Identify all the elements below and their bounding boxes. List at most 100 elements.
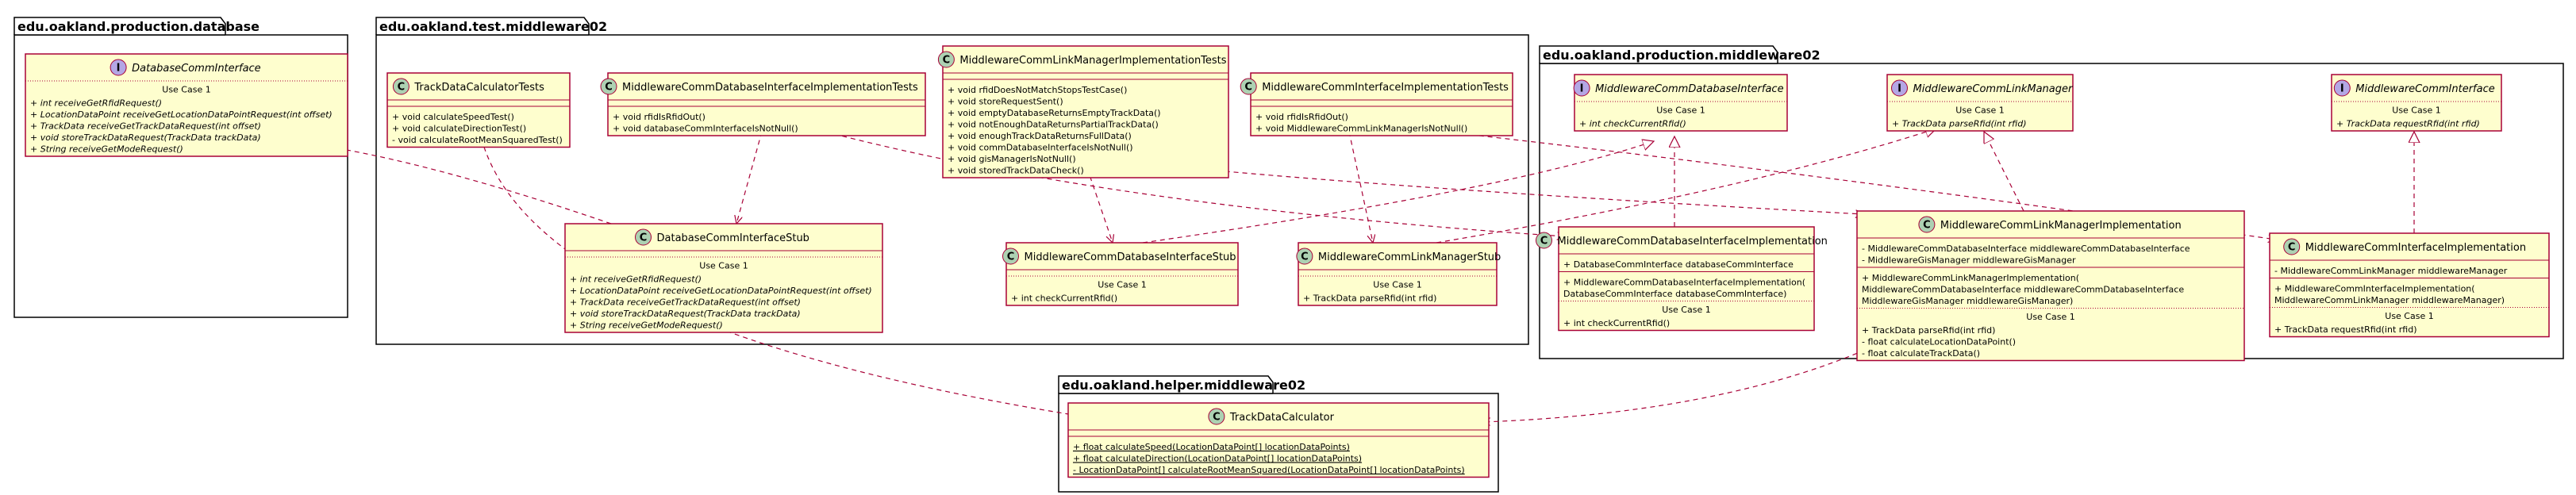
class-member: + void databaseCommInterfaceIsNotNull() bbox=[613, 124, 798, 134]
class-member: + float calculateDirection(LocationDataP… bbox=[1073, 454, 1362, 464]
package-title: edu.oakland.production.database bbox=[17, 19, 260, 34]
class-member: - MiddlewareCommDatabaseInterface middle… bbox=[1862, 244, 2190, 254]
class-badge-icon: C bbox=[635, 228, 652, 246]
class-middleware-comm-link-manager-implementation: C MiddlewareCommLinkManagerImplementation… bbox=[1856, 210, 2245, 362]
class-name: MiddlewareCommLinkManagerImplementationT… bbox=[959, 55, 1226, 67]
class-member: + MiddlewareCommInterfaceImplementation( bbox=[2274, 284, 2475, 294]
package-title: edu.oakland.test.middleware02 bbox=[379, 19, 607, 34]
class-box bbox=[1574, 74, 1788, 132]
svg-text:I: I bbox=[2340, 83, 2344, 95]
class-box bbox=[1298, 242, 1498, 306]
svg-text:C: C bbox=[1540, 236, 1548, 248]
class-member: + void rfidDoesNotMatchStopsTestCase() bbox=[948, 85, 1127, 95]
class-member: + void rfidIsRfidOut() bbox=[613, 112, 706, 122]
class-box bbox=[1856, 210, 2245, 362]
section-label: Use Case 1 bbox=[2026, 312, 2074, 322]
class-member: MiddlewareCommDatabaseInterface middlewa… bbox=[1862, 285, 2184, 295]
class-member: + TrackData parseRfid(int rfid) bbox=[1892, 119, 2027, 129]
class-name: MiddlewareCommInterfaceImplementation bbox=[2305, 242, 2526, 254]
class-member: + String receiveGetModeRequest() bbox=[570, 320, 723, 331]
class-member: + int checkCurrentRfid() bbox=[1563, 318, 1670, 328]
class-member: + TrackData parseRfid(int rfid) bbox=[1303, 294, 1436, 304]
class-member: + void gisManagerIsNotNull() bbox=[948, 154, 1076, 164]
class-name: MiddlewareCommLinkManager bbox=[1913, 83, 2074, 95]
section-label: Use Case 1 bbox=[2392, 106, 2440, 116]
svg-text:C: C bbox=[1923, 220, 1931, 232]
class-middleware-comm-interface-implementation: C MiddlewareCommInterfaceImplementation - … bbox=[2269, 232, 2550, 338]
class-member: MiddlewareGisManager middlewareGisManage… bbox=[1862, 296, 2073, 306]
svg-text:C: C bbox=[943, 55, 951, 67]
class-box bbox=[2331, 74, 2502, 132]
class-member: + DatabaseCommInterface databaseCommInte… bbox=[1563, 259, 1794, 270]
svg-text:I: I bbox=[117, 63, 121, 75]
section-label: Use Case 1 bbox=[1373, 280, 1421, 290]
class-member: - float calculateLocationDataPoint() bbox=[1862, 337, 2016, 347]
class-badge-icon: C bbox=[600, 78, 617, 95]
svg-text:C: C bbox=[1007, 251, 1015, 263]
class-member: + TrackData requestRfid(int rfid) bbox=[2274, 324, 2416, 335]
dependency-arrow-middleware-comm-interface-implementation-tests-to-middleware-comm-interface-implementation bbox=[1444, 131, 2276, 240]
class-box bbox=[607, 72, 926, 136]
class-member: + MiddlewareCommLinkManagerImplementatio… bbox=[1862, 273, 2079, 283]
class-name: MiddlewareCommLinkManagerStub bbox=[1318, 251, 1501, 263]
class-member: + void enoughTrackDataReturnsFullData() bbox=[948, 131, 1132, 141]
class-name: MiddlewareCommLinkManagerImplementation bbox=[1940, 220, 2182, 232]
class-member: + TrackData receiveGetTrackDataRequest(i… bbox=[570, 297, 801, 308]
class-box bbox=[1067, 402, 1490, 478]
class-member: + int receiveGetRfidRequest() bbox=[30, 98, 162, 109]
class-name: MiddlewareCommInterface bbox=[2355, 83, 2494, 95]
realization-arrow-database-comm-interface-stub-to-database-comm-interface bbox=[333, 148, 612, 224]
class-badge-icon: C bbox=[392, 78, 409, 95]
class-box bbox=[942, 45, 1229, 178]
svg-text:C: C bbox=[2288, 242, 2296, 254]
class-member: MiddlewareCommLinkManager middlewareMana… bbox=[2274, 295, 2505, 305]
class-member: + void calculateDirectionTest() bbox=[392, 124, 526, 134]
dependency-arrow-middleware-comm-link-manager-implementation-to-track-data-calculator bbox=[1482, 331, 1905, 422]
class-name: DatabaseCommInterface bbox=[132, 63, 261, 75]
class-badge-icon: C bbox=[1208, 408, 1225, 425]
class-member: + TrackData receiveGetTrackDataRequest(i… bbox=[30, 121, 261, 132]
class-name: DatabaseCommInterfaceStub bbox=[657, 232, 809, 244]
class-member: - MiddlewareGisManager middlewareGisMana… bbox=[1862, 255, 2076, 266]
svg-text:C: C bbox=[398, 82, 406, 94]
class-member: + String receiveGetModeRequest() bbox=[30, 144, 183, 155]
class-name: TrackDataCalculator bbox=[1229, 412, 1335, 424]
package-title: edu.oakland.helper.middleware02 bbox=[1062, 378, 1305, 393]
class-member: + float calculateSpeed(LocationDataPoint… bbox=[1073, 442, 1350, 452]
class-badge-icon: C bbox=[1240, 78, 1257, 95]
class-member: + LocationDataPoint receiveGetLocationDa… bbox=[570, 286, 872, 296]
dependency-arrow-track-data-calculator-tests-to-track-data-calculator bbox=[479, 129, 1119, 422]
class-middleware-comm-interface-implementation-tests: C MiddlewareCommInterfaceImplementationTe… bbox=[1240, 72, 1513, 136]
svg-text:C: C bbox=[1213, 412, 1221, 424]
class-badge-icon: C bbox=[937, 51, 955, 68]
section-label: Use Case 1 bbox=[162, 85, 210, 95]
class-member: - float calculateTrackData() bbox=[1862, 348, 1980, 359]
dependency-arrow-middleware-comm-link-manager-implementation-tests-to-middleware-comm-link-manager-implementation bbox=[1190, 167, 1863, 214]
class-box bbox=[386, 72, 571, 148]
section-label: Use Case 1 bbox=[1098, 280, 1146, 290]
class-member: + TrackData parseRfid(int rfid) bbox=[1862, 325, 1995, 336]
class-member: - MiddlewareCommLinkManager middlewareMa… bbox=[2274, 266, 2508, 276]
class-track-data-calculator: C TrackDataCalculator + float calculateSpe… bbox=[1067, 402, 1490, 478]
class-box bbox=[25, 53, 348, 157]
class-badge-icon: C bbox=[2283, 238, 2301, 255]
class-member: + void rfidIsRfidOut() bbox=[1255, 112, 1348, 122]
package-title: edu.oakland.production.middleware02 bbox=[1543, 48, 1821, 63]
svg-text:C: C bbox=[1244, 82, 1252, 94]
section-label: Use Case 1 bbox=[1662, 305, 1710, 315]
interface-badge-icon: I bbox=[1573, 79, 1590, 97]
class-name: MiddlewareCommInterfaceImplementationTes… bbox=[1262, 82, 1509, 94]
realization-arrow-middleware-comm-link-manager-stub-to-middleware-comm-link-manager bbox=[1436, 129, 1936, 244]
section-label: Use Case 1 bbox=[1656, 106, 1705, 116]
class-member: + int checkCurrentRfid() bbox=[1011, 294, 1117, 304]
section-label: Use Case 1 bbox=[2385, 311, 2433, 321]
class-member: + int checkCurrentRfid() bbox=[1579, 119, 1686, 129]
class-name: MiddlewareCommDatabaseInterfaceImplement… bbox=[622, 82, 918, 94]
